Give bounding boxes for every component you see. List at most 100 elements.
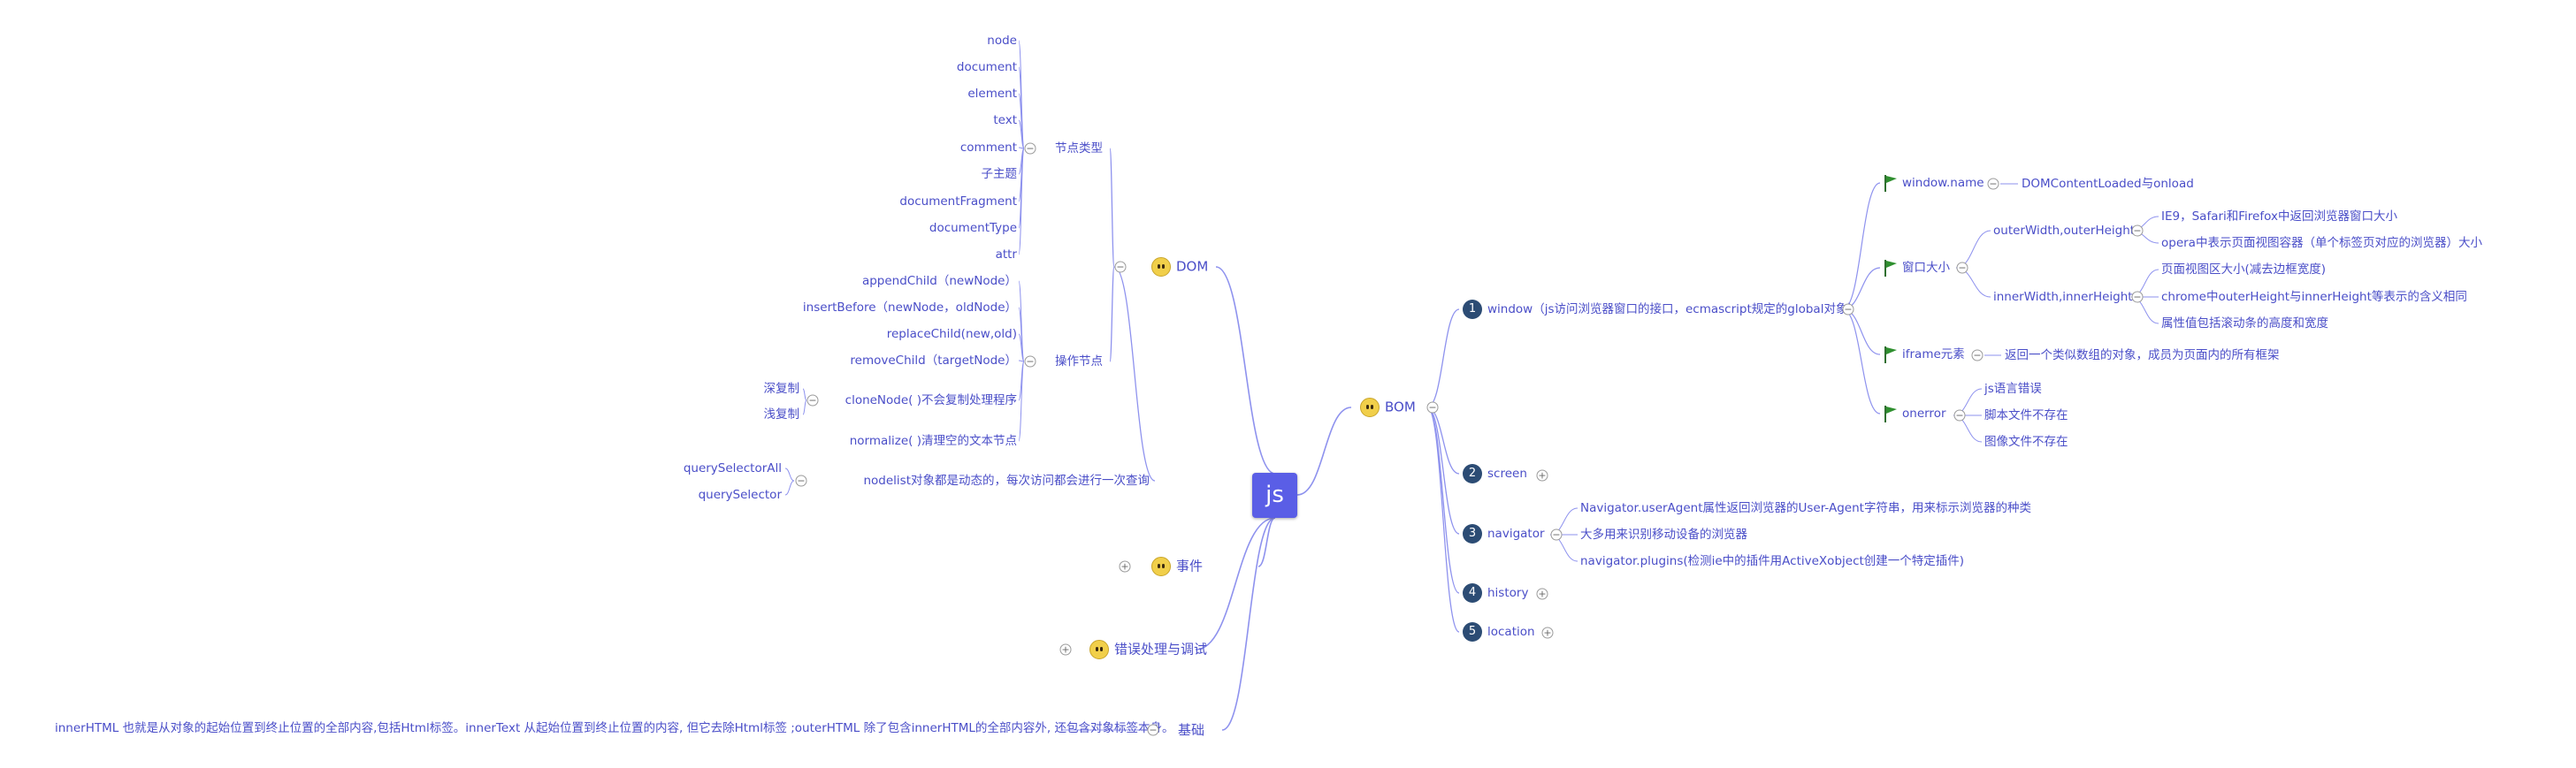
leaf-clonenode[interactable]: cloneNode( )不会复制处理程序 [845, 393, 1017, 407]
expand-history-button[interactable]: + [1536, 588, 1548, 600]
leaf-node[interactable]: node [987, 34, 1017, 48]
collapse-navigator-button[interactable]: − [1550, 528, 1563, 541]
flag-icon [1884, 406, 1897, 422]
leaf-script-missing[interactable]: 脚本文件不存在 [1984, 408, 2068, 422]
topic-iframe[interactable]: iframe元素 [1883, 345, 1965, 364]
connector-line [784, 468, 795, 482]
leaf-documentfragment[interactable]: documentFragment [899, 194, 1017, 209]
connector-line [1426, 308, 1460, 408]
leaf-subtopic[interactable]: 子主题 [981, 167, 1018, 181]
collapse-basics-button[interactable]: − [1147, 724, 1159, 736]
root-topic[interactable]: js [1252, 473, 1297, 518]
leaf-domcontentloaded[interactable]: DOMContentLoaded与onload [2022, 177, 2194, 191]
collapse-window-size-button[interactable]: − [1956, 262, 1968, 274]
topic-window-size[interactable]: 窗口大小 [1883, 258, 1950, 278]
leaf-inner-scrollbar[interactable]: 属性值包括滚动条的高度和宽度 [2161, 316, 2328, 331]
leaf-appendchild[interactable]: appendChild（newNode） [861, 274, 1017, 288]
number-4-icon: 4 [1463, 583, 1482, 603]
leaf-documenttype[interactable]: documentType [929, 221, 1017, 235]
expand-location-button[interactable]: + [1541, 627, 1554, 639]
topic-error-handling[interactable]: 错误处理与调试 [1089, 640, 1207, 659]
leaf-removechild[interactable]: removeChild（targetNode） [850, 354, 1017, 368]
collapse-nodelist-button[interactable]: − [795, 475, 807, 487]
connector-line [1018, 361, 1025, 442]
leaf-comment[interactable]: comment [959, 141, 1017, 155]
flag-icon [1884, 346, 1897, 363]
topic-inner-size[interactable]: innerWidth,innerHeight [1993, 290, 2133, 304]
connector-line [1221, 517, 1276, 731]
connector-line [1195, 517, 1276, 650]
connector-line [1109, 148, 1115, 268]
topic-bom[interactable]: BOM [1360, 398, 1416, 417]
leaf-useragent[interactable]: Navigator.userAgent属性返回浏览器的User-Agent字符串… [1580, 501, 2031, 515]
connector-line [802, 388, 807, 401]
leaf-replacechild[interactable]: replaceChild(new,old) [886, 327, 1017, 341]
connector-line [1257, 517, 1276, 567]
collapse-bom-button[interactable]: − [1426, 401, 1439, 414]
topic-node-types[interactable]: 节点类型 [1055, 141, 1103, 156]
leaf-inner-viewport[interactable]: 页面视图区大小(减去边框宽度) [2161, 262, 2327, 277]
leaf-inner-chrome[interactable]: chrome中outerHeight与innerHeight等表示的含义相同 [2161, 290, 2467, 304]
connector-line [1018, 148, 1025, 255]
leaf-iframe-desc[interactable]: 返回一个类似数组的对象，成员为页面内的所有框架 [2005, 348, 2280, 362]
leaf-js-error[interactable]: js语言错误 [1984, 382, 2042, 396]
leaf-outer-opera[interactable]: opera中表示页面视图容器（单个标签页对应的浏览器）大小 [2161, 236, 2482, 250]
smiley-icon [1151, 257, 1171, 277]
collapse-node-ops-button[interactable]: − [1024, 355, 1036, 368]
collapse-onerror-button[interactable]: − [1953, 409, 1966, 422]
connector-line [784, 480, 795, 496]
flag-icon [1884, 260, 1897, 277]
leaf-document[interactable]: document [956, 60, 1017, 74]
number-3-icon: 3 [1463, 524, 1482, 544]
collapse-window-name-button[interactable]: − [1987, 178, 1999, 190]
leaf-normalize[interactable]: normalize( )清理空的文本节点 [849, 434, 1017, 448]
number-5-icon: 5 [1463, 622, 1482, 642]
connector-line [1842, 308, 1881, 414]
collapse-clonenode-button[interactable]: − [806, 394, 819, 407]
topic-events[interactable]: 事件 [1151, 557, 1203, 576]
basics-note[interactable]: innerHTML 也就是从对象的起始位置到终止位置的全部内容,包括Html标签… [55, 721, 1174, 735]
connector-line [1109, 266, 1115, 362]
expand-events-button[interactable]: + [1119, 560, 1131, 573]
leaf-outer-ie9[interactable]: IE9，Safari和Firefox中返回浏览器窗口大小 [2161, 209, 2397, 224]
connector-line [802, 399, 807, 415]
leaf-queryselectorall[interactable]: querySelectorAll [683, 461, 782, 475]
leaf-insertbefore[interactable]: insertBefore（newNode，oldNode） [802, 300, 1017, 315]
leaf-plugins[interactable]: navigator.plugins(检测ie中的插件用ActiveXobject… [1580, 554, 1965, 568]
connector-line [1426, 407, 1460, 633]
smiley-icon [1360, 398, 1380, 417]
leaf-attr[interactable]: attr [995, 247, 1017, 262]
collapse-inner-button[interactable]: − [2131, 291, 2144, 303]
leaf-element[interactable]: element [967, 87, 1017, 101]
collapse-node-types-button[interactable]: − [1024, 142, 1036, 155]
leaf-image-missing[interactable]: 图像文件不存在 [1984, 435, 2068, 449]
expand-errors-button[interactable]: + [1059, 643, 1072, 656]
leaf-nodelist[interactable]: nodelist对象都是动态的，每次访问都会进行一次查询 [863, 474, 1150, 488]
collapse-dom-button[interactable]: − [1114, 261, 1127, 273]
topic-node-ops[interactable]: 操作节点 [1055, 354, 1103, 369]
topic-outer-size[interactable]: outerWidth,outerHeight [1993, 224, 2136, 238]
leaf-text[interactable]: text [993, 113, 1017, 127]
leaf-queryselector[interactable]: querySelector [698, 488, 782, 502]
smiley-icon [1089, 640, 1109, 659]
leaf-shallow-copy[interactable]: 浅复制 [763, 407, 800, 422]
collapse-outer-button[interactable]: − [2131, 224, 2144, 237]
topic-onerror[interactable]: onerror [1883, 404, 1946, 423]
expand-screen-button[interactable]: + [1536, 469, 1548, 482]
collapse-iframe-button[interactable]: − [1971, 349, 1984, 361]
topic-basics[interactable]: 基础 [1178, 722, 1205, 738]
connector-line [1018, 119, 1025, 149]
topic-window-name[interactable]: window.name [1883, 173, 1984, 193]
connector-line [1842, 182, 1881, 310]
leaf-deep-copy[interactable]: 深复制 [763, 382, 800, 396]
leaf-mobile-detect[interactable]: 大多用来识别移动设备的浏览器 [1580, 528, 1747, 542]
collapse-window-button[interactable]: − [1842, 303, 1854, 316]
topic-dom[interactable]: DOM [1151, 257, 1208, 277]
